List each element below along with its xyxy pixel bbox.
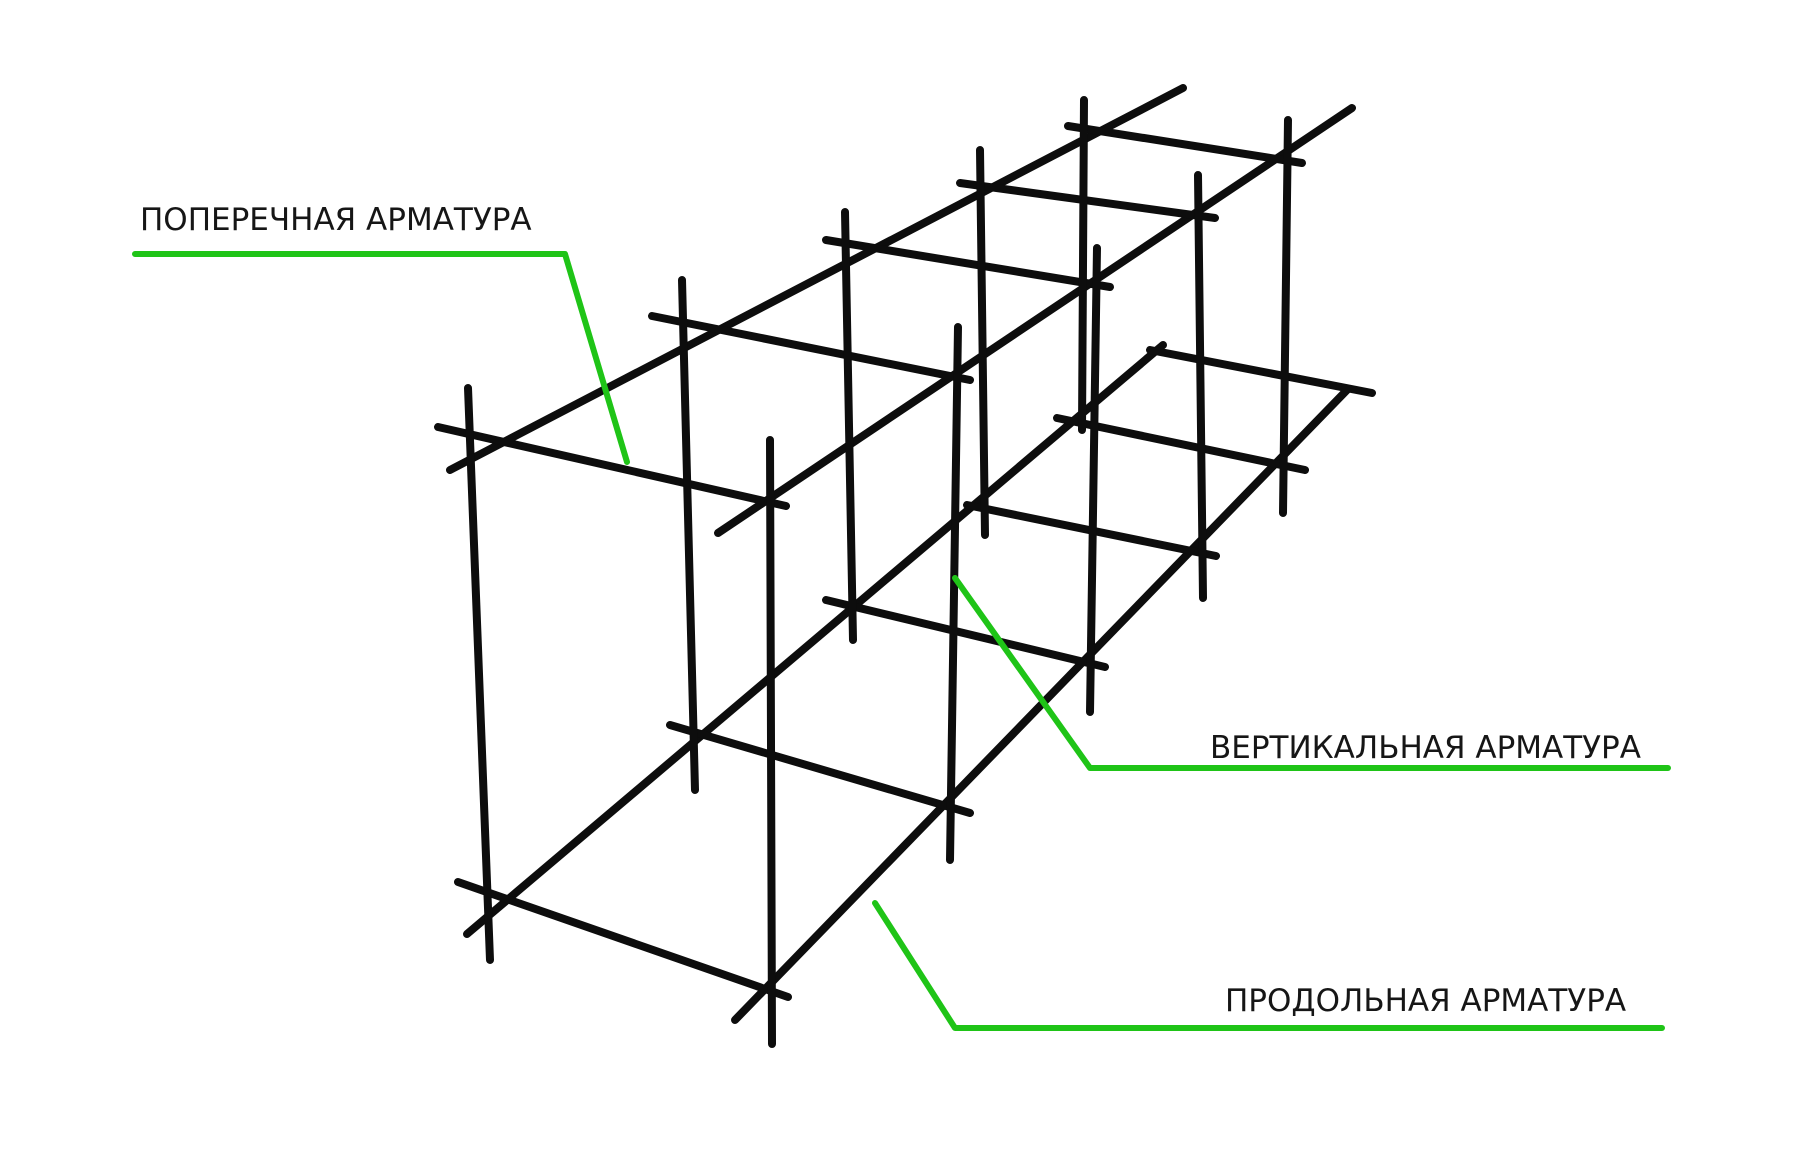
transverse-label: ПОПЕРЕЧНАЯ АРМАТУРА <box>140 202 532 238</box>
vertical-bar-8 <box>1078 96 1088 434</box>
vertical-bar-1 <box>464 384 494 964</box>
vertical-bar-7 <box>1086 244 1101 716</box>
vertical-bar-6 <box>976 146 989 539</box>
vertical-bar-4 <box>946 323 962 864</box>
longitudinal-bar-bottom-front <box>463 341 1167 938</box>
transverse-bar-bottom-3 <box>822 596 1109 671</box>
vertical-bar-3 <box>678 276 699 794</box>
vertical-bar-5 <box>841 208 857 644</box>
transverse-callout: ПОПЕРЕЧНАЯ АРМАТУРА <box>132 202 630 465</box>
vertical-bar-2 <box>766 436 776 1048</box>
vertical-callout: ВЕРТИКАЛЬНАЯ АРМАТУРА <box>952 575 1671 771</box>
vertical-rebars <box>464 96 1292 1048</box>
transverse-bar-bottom-2 <box>666 721 974 817</box>
longitudinal-leader-line <box>872 900 1665 1031</box>
longitudinal-callout: ПРОДОЛЬНАЯ АРМАТУРА <box>872 900 1665 1031</box>
longitudinal-bar-top-front <box>446 84 1187 474</box>
longitudinal-rebars <box>446 84 1356 1024</box>
transverse-bar-bottom-1 <box>454 878 792 1001</box>
longitudinal-bar-bottom-back <box>731 386 1351 1024</box>
transverse-bar-bottom-5 <box>1053 414 1309 474</box>
transverse-bar-top-4 <box>956 179 1219 222</box>
transverse-bar-top-5 <box>1064 122 1306 167</box>
longitudinal-bar-top-back <box>714 104 1356 537</box>
transverse-bar-top-2 <box>648 312 974 384</box>
vertical-leader-line <box>952 575 1671 771</box>
longitudinal-label: ПРОДОЛЬНАЯ АРМАТУРА <box>1225 983 1626 1019</box>
transverse-bar-bottom-6 <box>1146 346 1376 397</box>
vertical-bar-10 <box>1279 116 1292 517</box>
vertical-bar-9 <box>1194 171 1207 602</box>
transverse-bar-top-1 <box>434 423 790 510</box>
vertical-label: ВЕРТИКАЛЬНАЯ АРМАТУРА <box>1210 730 1641 766</box>
transverse-leader-line <box>132 251 630 465</box>
transverse-bar-top-3 <box>822 236 1114 291</box>
